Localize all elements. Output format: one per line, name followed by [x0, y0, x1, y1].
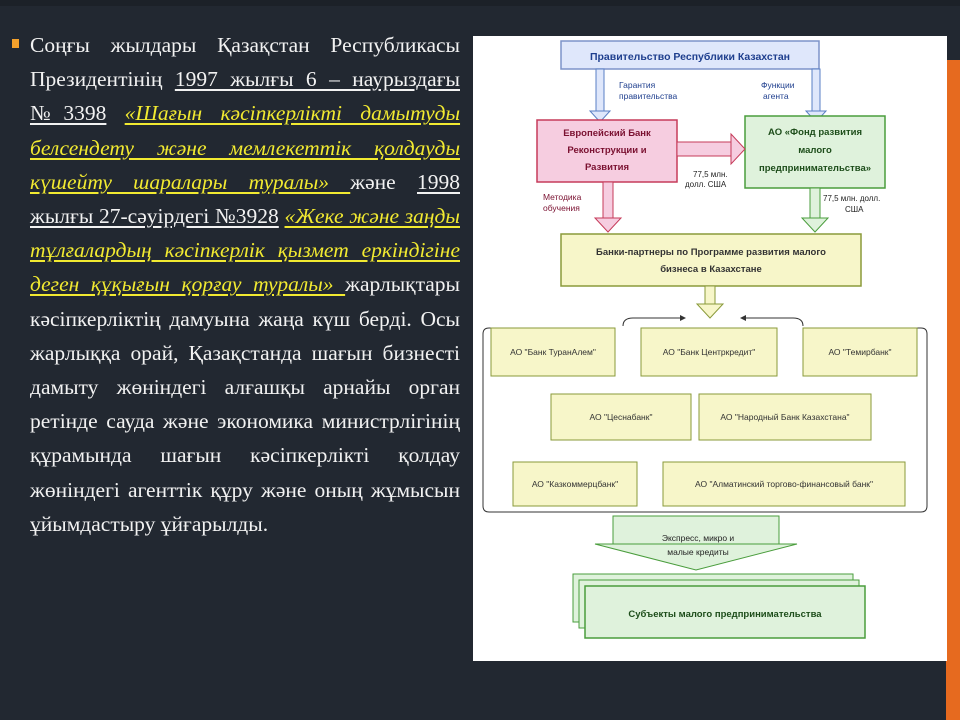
bank-atfbank-box: АО "Алматинский торгово-финансовый банк": [662, 461, 906, 507]
subjects-label: Субъекты малого предпринимательства: [628, 609, 822, 620]
diagram-figure: Правительство Республики Казахстан Гаран…: [473, 36, 947, 661]
bank-turanalem-box: АО "Банк ТуранАлем": [490, 327, 616, 377]
decree-1998-title-link[interactable]: «Жеке және заңды тұлғалардың кәсіпкерлік…: [30, 204, 460, 297]
bracket-left: [622, 315, 686, 327]
decree-1998-ref: 1998 жылғы 27-сәуірдегі №3928: [30, 169, 460, 229]
text-conclusion: жарлықтары кәсіпкерліктің дамуына жаңа к…: [30, 272, 460, 536]
bank-tsesnabank-box: АО "Цеснабанк": [550, 393, 692, 441]
agent-label-1: Функции: [761, 80, 795, 90]
bank-label-0: АО "Банк ТуранАлем": [510, 347, 596, 357]
text-space-1: [106, 101, 124, 125]
agent-arrow: [804, 68, 828, 123]
bank-label-5: АО "Казкоммерцбанк": [532, 479, 618, 489]
amount-2-line-2: США: [845, 205, 864, 214]
ebrd-box: [536, 119, 678, 183]
slide-top-bar: [0, 0, 960, 6]
government-label: Правительство Республики Казахстан: [590, 51, 790, 63]
decree-1997-ref: 1997 жылғы 6 – наурыздағы №3398: [30, 67, 460, 126]
credits-arrow: [594, 515, 798, 571]
partners-label-2: бизнеса в Казахстане: [660, 264, 762, 275]
credits-label-1: Экспресс, микро и: [662, 533, 735, 543]
bank-temirbank-box: АО "Темирбанк": [802, 327, 918, 377]
method-label-2: обучения: [543, 203, 580, 213]
subjects-box: [584, 585, 866, 639]
method-arrow: [593, 181, 623, 233]
fund-label-3: предпринимательства»: [759, 163, 871, 174]
credits-label-2: малые кредиты: [667, 547, 728, 557]
text-and: және: [350, 169, 417, 194]
fund-to-partners-arrow: [800, 187, 830, 233]
bank-label-1: АО "Банк Центркредит": [663, 347, 756, 357]
agent-label-2: агента: [763, 91, 789, 101]
bullet-icon: [12, 39, 19, 48]
fund-label-2: малого: [798, 145, 832, 156]
guarantee-label-1: Гарантия: [619, 80, 656, 90]
guarantee-label-2: правительства: [619, 91, 678, 101]
bank-label-6: АО "Алматинский торгово-финансовый банк": [695, 479, 873, 489]
ebrd-label-3: Развития: [585, 162, 629, 173]
amount-1-line-1: 77,5 млн.: [693, 170, 728, 179]
text-intro: Соңғы жылдары Қазақстан Республикасы Пре…: [30, 33, 460, 92]
amount-1-line-2: долл. США: [685, 180, 727, 189]
amount-2-line-1: 77,5 млн. долл.: [823, 194, 880, 203]
partners-to-banks-arrow: [695, 285, 725, 319]
partner-banks-box: [560, 233, 862, 287]
government-box: [560, 40, 820, 70]
bank-halyk-box: АО "Народный Банк Казахстана": [698, 393, 872, 441]
bank-group-frame: [482, 327, 928, 513]
ebrd-to-fund-arrow: [676, 132, 746, 166]
decree-1997-title-link[interactable]: «Шағын кәсіпкерлікті дамытуды белсендету…: [30, 101, 461, 194]
fund-label-1: АО «Фонд развития: [768, 127, 862, 138]
fund-box: [744, 115, 886, 189]
bank-centercredit-box: АО "Банк Центркредит": [640, 327, 778, 377]
bank-label-2: АО "Темирбанк": [828, 347, 891, 357]
body-paragraph: Соңғы жылдары Қазақстан Республикасы Пре…: [12, 28, 461, 541]
ebrd-label-1: Европейский Банк: [563, 128, 651, 139]
bank-kazkom-box: АО "Казкоммерцбанк": [512, 461, 638, 507]
bracket-right: [740, 315, 804, 327]
guarantee-arrow: [588, 68, 612, 123]
method-label-1: Методика: [543, 192, 582, 202]
partners-label-1: Банки-партнеры по Программе развития мал…: [596, 247, 826, 258]
ebrd-label-2: Реконструкции и: [567, 145, 646, 156]
support-scheme-diagram: Правительство Республики Казахстан Гаран…: [482, 40, 928, 639]
bank-label-4: АО "Народный Банк Казахстана": [720, 412, 849, 422]
bank-label-3: АО "Цеснабанк": [590, 412, 653, 422]
accent-strip: [946, 60, 960, 720]
